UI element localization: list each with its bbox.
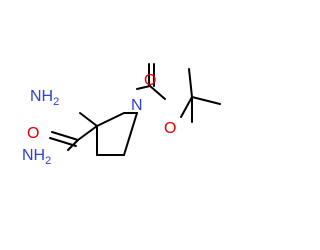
bond-o-tbu-c — [180, 96, 193, 118]
bond-c3-amide-c — [77, 125, 98, 141]
amide-co-bond-2 — [49, 137, 77, 147]
structure-diagram: NH2 O NH2 N O O — [22, 63, 221, 167]
amino-label: NH2 — [30, 88, 59, 108]
amide-nitrogen-label: NH2 — [22, 147, 51, 167]
bond-carbonyl-c-o — [149, 85, 166, 100]
amide-nitrogen-subscript: 2 — [45, 155, 51, 167]
bond-n1-c5 — [123, 112, 138, 156]
bond-n1-carbonyl-c — [136, 85, 151, 90]
amide-oxygen-label: O — [27, 125, 39, 142]
amide-nitrogen-symbol: NH — [22, 147, 45, 164]
ring-nitrogen-label: N — [131, 97, 143, 114]
carbonyl-oxygen-label: O — [144, 72, 156, 89]
ester-oxygen-label: O — [164, 120, 176, 137]
amino-symbol: NH — [30, 88, 53, 105]
bond-c3-amino — [79, 112, 98, 127]
amide-co-bond-1 — [51, 131, 79, 141]
bond-tbu-methyl-up — [188, 68, 193, 98]
bond-tbu-methyl-right — [191, 96, 221, 105]
bond-amide-c-n — [67, 139, 79, 151]
bond-c3-c2 — [96, 112, 125, 127]
amino-subscript: 2 — [53, 96, 59, 108]
